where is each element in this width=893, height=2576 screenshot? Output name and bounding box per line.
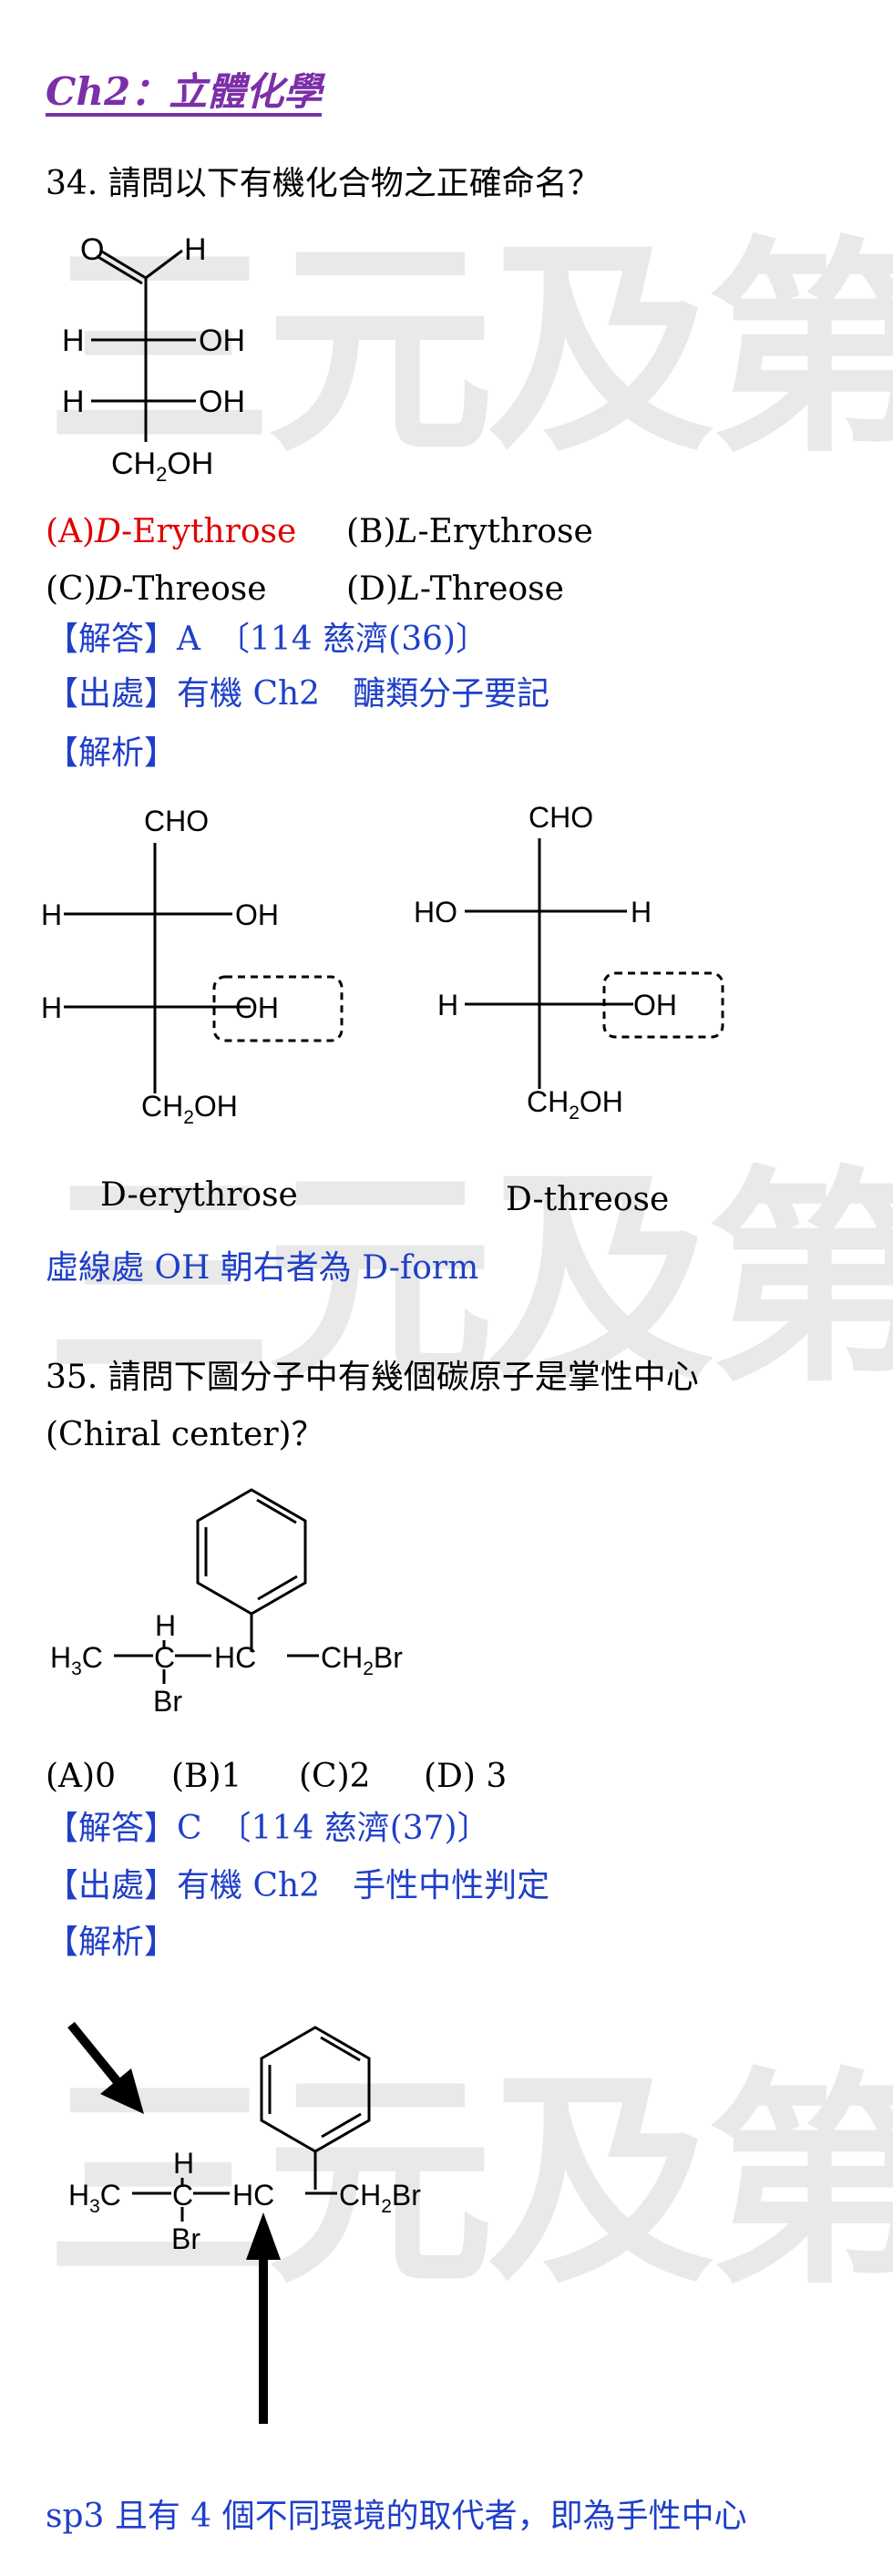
d-erythrose-caption: D-erythrose (100, 1176, 298, 1214)
q34-note: 虛線處 OH 朝右者為 D-form (46, 1249, 479, 1287)
ch2oh-label: CH2OH (141, 1090, 238, 1128)
oxygen-label: O (80, 232, 104, 267)
hydroxyl-label: OH (199, 323, 245, 358)
watermark: 三元及第 (46, 2049, 893, 2314)
d-threose-structure: CHO HO H H OH CH2OH (414, 801, 724, 1124)
hydroxyl-label: OH (235, 991, 279, 1024)
arrow-head-icon (100, 2068, 144, 2114)
hydrogen-label: H (41, 898, 62, 931)
aldehyde-label: CHO (144, 805, 209, 837)
hydrogen-label: H (173, 2147, 194, 2180)
hydrogen-label: H (62, 385, 85, 419)
hydroxyl-label: OH (199, 385, 245, 419)
q35-question-line2: (Chiral center)？ (46, 1416, 324, 1453)
ch2br-label: CH2Br (339, 2179, 421, 2217)
q35-molecule-structure: H3C H C Br HC CH2Br (50, 1488, 403, 1718)
hydroxyl-label: HO (414, 896, 457, 929)
ch2br-label: CH2Br (321, 1641, 403, 1679)
chapter-title: Ch2：立體化學 (46, 70, 323, 118)
dashed-highlight-box (212, 975, 344, 1042)
q34-question: 34. 請問以下有機化合物之正確命名？ (46, 165, 600, 202)
q34-fischer-structure: O H H OH H OH CH2OH (62, 232, 245, 486)
watermark: 三元及第 (46, 1147, 893, 1412)
d-threose-caption: D-threose (506, 1181, 670, 1218)
watermark: 三元及第 (46, 218, 893, 483)
q34-answer: 【解答】A 〔114 慈濟(36)〕 (46, 621, 489, 658)
hydrogen-label: H (155, 1609, 176, 1642)
q35-analysis-label: 【解析】 (46, 1924, 178, 1961)
q35-analysis-figure: H3C H C Br HC CH2Br (67, 2021, 421, 2424)
bromine-label: Br (171, 2222, 200, 2255)
ch2oh-label: CH2OH (527, 1085, 623, 1124)
ch2oh-label: CH2OH (111, 446, 213, 486)
arrow-icon (67, 2021, 122, 2087)
q35-source: 【出處】有機 Ch2 手性中性判定 (46, 1867, 550, 1904)
hydrogen-label: H (631, 896, 652, 929)
hydrogen-label: H (437, 989, 458, 1021)
methine-label: HC (232, 2179, 274, 2212)
hydrogen-label: H (41, 991, 62, 1024)
methine-label: HC (214, 1641, 256, 1674)
q34-option-d: (D)L-Threose (346, 570, 564, 608)
hydroxyl-label: OH (235, 898, 279, 931)
q34-option-b: (B)L-Erythrose (346, 513, 593, 550)
q35-note: sp3 且有 4 個不同環境的取代者，即為手性中心 (46, 2498, 747, 2535)
q34-option-a: (A)D-Erythrose (46, 513, 297, 550)
carbon-label: C (172, 2179, 193, 2212)
q35-option-c: (C)2 (299, 1758, 371, 1795)
q35-option-a: (A)0 (46, 1758, 116, 1795)
hydrogen-label: H (62, 323, 85, 358)
q34-analysis-label: 【解析】 (46, 734, 178, 772)
q35-option-b: (B)1 (171, 1758, 242, 1795)
bromine-label: Br (153, 1685, 182, 1718)
methyl-label: H3C (68, 2179, 121, 2217)
hydrogen-label: H (184, 232, 207, 267)
methyl-label: H3C (50, 1641, 103, 1679)
dashed-highlight-box (602, 971, 724, 1039)
q35-answer: 【解答】C 〔114 慈濟(37)〕 (46, 1810, 490, 1847)
q35-option-d: (D) 3 (424, 1758, 508, 1795)
q34-source: 【出處】有機 Ch2 醣類分子要記 (46, 675, 550, 713)
aldehyde-label: CHO (529, 801, 593, 834)
d-erythrose-structure: CHO H OH H OH CH2OH (41, 805, 344, 1128)
arrow-head-icon (246, 2212, 281, 2260)
q34-option-c: (C)D-Threose (46, 570, 267, 608)
q35-question-line1: 35. 請問下圖分子中有幾個碳原子是掌性中心 (46, 1359, 699, 1396)
carbon-label: C (154, 1641, 175, 1674)
hydroxyl-label: OH (633, 989, 677, 1021)
